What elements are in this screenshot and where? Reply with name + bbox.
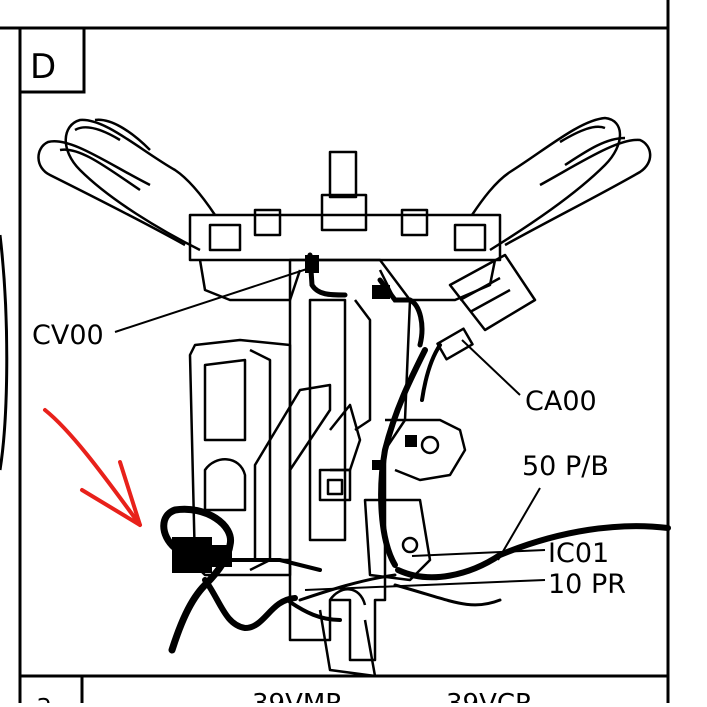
ic01-loop-wire <box>160 505 234 654</box>
red-arrow-icon <box>43 408 142 527</box>
label-cv00: CV00 <box>32 320 104 351</box>
bottom-col1-label: 39VMR <box>252 689 343 703</box>
label-50-pb: 50 P/B <box>522 451 609 482</box>
leader-lines <box>114 267 546 591</box>
steering-column-assembly <box>37 116 652 678</box>
drawing-frame <box>0 0 670 703</box>
label-ca00: CA00 <box>525 386 597 417</box>
section-box <box>18 26 86 94</box>
ic01-lower-wire <box>202 577 298 632</box>
section-letter: D <box>30 47 56 87</box>
bottom-col2-label: 39VCR <box>446 689 533 703</box>
neighbor-wire-left-edge <box>0 234 9 471</box>
label-10-pr: 10 PR <box>548 569 626 600</box>
ic01-connector <box>172 537 212 573</box>
bottom-cell-letter: a <box>36 689 52 703</box>
label-ic01: IC01 <box>548 538 609 569</box>
